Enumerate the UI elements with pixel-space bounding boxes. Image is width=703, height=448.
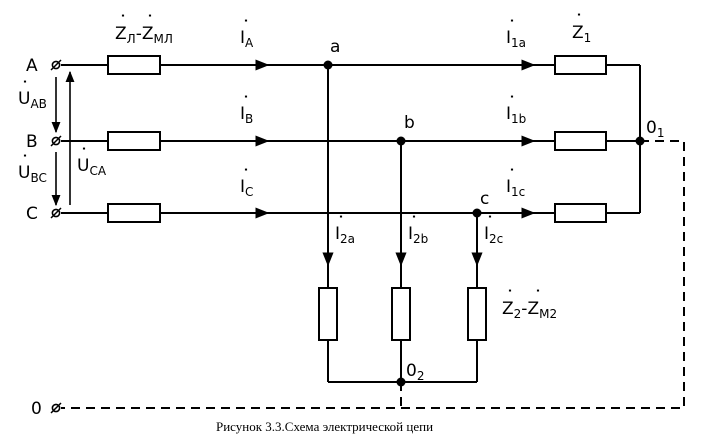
svg-text:˙: ˙ <box>508 166 516 185</box>
svg-text:I2a: I2a <box>335 224 355 246</box>
terminal-b-label: B <box>26 132 38 152</box>
node-star1-dot <box>635 136 645 146</box>
node-c-dot <box>472 208 482 218</box>
svg-text:UCA: UCA <box>77 156 107 178</box>
line-resistor-a <box>107 55 161 75</box>
svg-text:IA: IA <box>240 28 254 50</box>
terminal-a <box>50 59 62 71</box>
terminal-c <box>50 207 62 219</box>
label-load2-impedance: ˙ ˙ Z2-ZМ2 <box>502 287 557 321</box>
svg-text:˙: ˙ <box>21 152 29 171</box>
svg-text:IC: IC <box>240 177 253 199</box>
svg-text:˙: ˙ <box>508 17 516 36</box>
svg-text:I2b: I2b <box>408 224 428 246</box>
svg-text:I1c: I1c <box>506 177 525 199</box>
svg-text:I2c: I2c <box>484 224 503 246</box>
label-i1b: ˙ I1b <box>506 93 526 126</box>
node-a-label: a <box>330 37 340 57</box>
neutral-wire <box>61 140 685 409</box>
svg-text:I1a: I1a <box>506 28 526 50</box>
svg-text:˙: ˙ <box>337 213 345 232</box>
svg-text:UAB: UAB <box>18 89 47 111</box>
node-a-dot <box>323 60 333 70</box>
svg-text:˙: ˙ <box>242 93 250 112</box>
svg-text:˙: ˙ <box>534 287 542 306</box>
line-resistor-b <box>107 131 161 151</box>
node-star1-label: 01 <box>646 118 664 140</box>
svg-text:Z2-ZМ2: Z2-ZМ2 <box>502 299 557 321</box>
svg-text:˙: ˙ <box>486 213 494 232</box>
load1-resistor-c <box>554 203 607 223</box>
svg-text:˙: ˙ <box>21 78 29 97</box>
label-uab: ˙ UAB <box>18 78 47 111</box>
load1-resistor-a <box>554 55 607 75</box>
node-star2-label: 02 <box>406 361 424 383</box>
terminal-b <box>50 135 62 147</box>
terminal-a-label: A <box>26 56 38 76</box>
label-uca: ˙ UCA <box>77 145 107 178</box>
terminal-neutral-label: 0 <box>31 399 42 419</box>
label-i1a: ˙ I1a <box>506 17 526 50</box>
svg-text:ZЛ-ZМЛ: ZЛ-ZМЛ <box>115 24 173 46</box>
label-i1c: ˙ I1c <box>506 166 525 199</box>
svg-text:UBC: UBC <box>18 163 47 185</box>
node-c-label: c <box>480 189 489 209</box>
svg-text:Z1: Z1 <box>572 23 591 45</box>
svg-text:˙: ˙ <box>410 213 418 232</box>
line-resistor-c <box>107 203 161 223</box>
svg-text:˙: ˙ <box>508 93 516 112</box>
figure-caption: Рисунок 3.3.Схема электрической цепи <box>216 419 433 434</box>
label-ib: ˙ IB <box>240 93 253 126</box>
label-ubc: ˙ UBC <box>18 152 47 185</box>
label-i2a: ˙ I2a <box>335 213 355 246</box>
svg-text:˙: ˙ <box>575 11 583 30</box>
label-load1-impedance: ˙ Z1 <box>572 11 591 45</box>
load2-branch-a <box>318 65 338 382</box>
label-line-impedance: ˙ ˙ ZЛ-ZМЛ <box>115 12 173 46</box>
svg-text:I1b: I1b <box>506 104 526 126</box>
svg-text:˙: ˙ <box>146 12 154 31</box>
svg-text:˙: ˙ <box>242 166 250 185</box>
svg-text:˙: ˙ <box>242 17 250 36</box>
svg-text:˙: ˙ <box>119 12 127 31</box>
terminal-neutral <box>50 402 62 414</box>
terminal-c-label: C <box>26 204 38 224</box>
label-ia: ˙ IA <box>240 17 254 50</box>
label-i2c: ˙ I2c <box>484 213 503 246</box>
label-i2b: ˙ I2b <box>408 213 428 246</box>
node-star2-dot <box>396 377 406 387</box>
node-b-label: b <box>404 113 415 133</box>
load1-resistor-b <box>554 131 607 151</box>
svg-text:˙: ˙ <box>80 145 88 164</box>
node-b-dot <box>396 136 406 146</box>
svg-text:˙: ˙ <box>506 287 514 306</box>
svg-text:IB: IB <box>240 104 253 126</box>
label-ic: ˙ IC <box>240 166 253 199</box>
